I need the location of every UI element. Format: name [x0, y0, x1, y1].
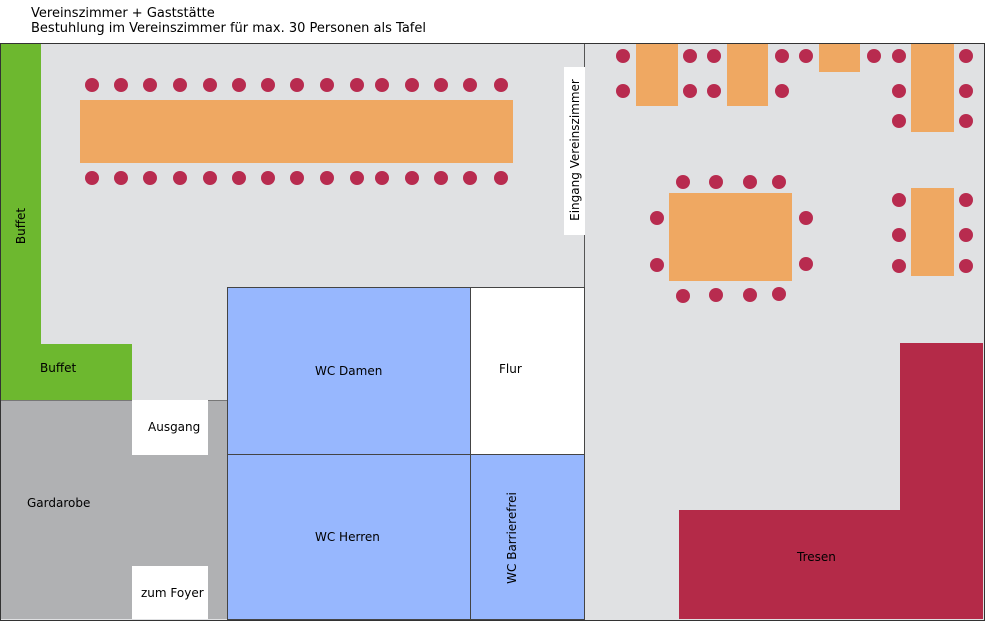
- wc-herren-label: WC Herren: [315, 530, 380, 544]
- chair: [959, 228, 973, 242]
- chair: [463, 171, 477, 185]
- chair: [290, 171, 304, 185]
- chair: [959, 259, 973, 273]
- chair: [959, 49, 973, 63]
- eingang-door: Eingang Vereinszimmer: [564, 67, 585, 235]
- chair: [709, 288, 723, 302]
- chair: [799, 49, 813, 63]
- gast-table-5: [911, 188, 954, 276]
- chair: [85, 171, 99, 185]
- chair: [434, 78, 448, 92]
- wc-herren-room: WC Herren: [227, 454, 471, 620]
- buffet-horizontal-label: Buffet: [40, 361, 77, 375]
- gardarobe-label: Gardarobe: [27, 496, 91, 510]
- gast-table-3: [819, 44, 860, 72]
- chair: [892, 228, 906, 242]
- chair: [867, 49, 881, 63]
- chair: [494, 171, 508, 185]
- chair: [203, 78, 217, 92]
- chair: [173, 171, 187, 185]
- chair: [707, 49, 721, 63]
- chair: [405, 171, 419, 185]
- chair: [114, 78, 128, 92]
- chair: [709, 175, 723, 189]
- chair: [683, 84, 697, 98]
- wc-barrierefrei-room: WC Barrierefrei: [470, 454, 585, 620]
- chair: [892, 114, 906, 128]
- gast-table-2: [727, 44, 768, 106]
- chair: [143, 78, 157, 92]
- chair: [959, 193, 973, 207]
- chair: [114, 171, 128, 185]
- chair: [799, 257, 813, 271]
- buffet-vertical-label: Buffet: [14, 207, 28, 245]
- plan-title: Vereinszimmer + Gaststätte: [31, 6, 215, 21]
- chair: [959, 114, 973, 128]
- ausgang-door: Ausgang: [132, 400, 208, 455]
- wc-barrierefrei-label: WC Barrierefrei: [505, 492, 519, 584]
- chair: [350, 78, 364, 92]
- chair: [743, 175, 757, 189]
- chair: [676, 289, 690, 303]
- buffet-horizontal: Buffet: [1, 344, 132, 400]
- chair: [405, 78, 419, 92]
- chair: [772, 287, 786, 301]
- gast-table-center: [669, 193, 792, 281]
- chair: [232, 78, 246, 92]
- chair: [650, 211, 664, 225]
- chair: [375, 78, 389, 92]
- chair: [261, 78, 275, 92]
- chair: [85, 78, 99, 92]
- chair: [173, 78, 187, 92]
- chair: [892, 193, 906, 207]
- chair: [290, 78, 304, 92]
- chair: [232, 171, 246, 185]
- chair: [616, 84, 630, 98]
- ausgang-label: Ausgang: [148, 420, 201, 434]
- chair: [775, 84, 789, 98]
- chair: [143, 171, 157, 185]
- chair: [683, 49, 697, 63]
- foyer-door: zum Foyer: [132, 566, 208, 619]
- wc-damen-label: WC Damen: [315, 364, 383, 378]
- chair: [892, 259, 906, 273]
- tresen-label: Tresen: [797, 550, 836, 564]
- chair: [959, 84, 973, 98]
- chair: [320, 171, 334, 185]
- chair: [892, 84, 906, 98]
- chair: [707, 84, 721, 98]
- foyer-label: zum Foyer: [141, 586, 204, 600]
- chair: [799, 211, 813, 225]
- chair: [434, 171, 448, 185]
- chair: [616, 49, 630, 63]
- chair: [203, 171, 217, 185]
- chair: [743, 288, 757, 302]
- chair: [350, 171, 364, 185]
- chair: [375, 171, 389, 185]
- chair: [320, 78, 334, 92]
- flur-room: Flur: [470, 287, 585, 455]
- chair: [494, 78, 508, 92]
- gast-table-4: [911, 44, 954, 132]
- buffet-vertical: Buffet: [1, 44, 41, 400]
- chair: [772, 175, 786, 189]
- chair: [261, 171, 275, 185]
- plan-subtitle: Bestuhlung im Vereinszimmer für max. 30 …: [31, 21, 426, 36]
- wc-damen-room: WC Damen: [227, 287, 471, 455]
- flur-label: Flur: [499, 362, 522, 376]
- chair: [892, 49, 906, 63]
- chair: [775, 49, 789, 63]
- tresen-lower: Tresen: [679, 510, 983, 619]
- chair: [463, 78, 477, 92]
- eingang-label: Eingang Vereinszimmer: [568, 79, 582, 221]
- banquet-table: [80, 100, 513, 163]
- gast-table-1: [636, 44, 678, 106]
- tresen-upper: [900, 343, 983, 511]
- chair: [650, 258, 664, 272]
- chair: [676, 175, 690, 189]
